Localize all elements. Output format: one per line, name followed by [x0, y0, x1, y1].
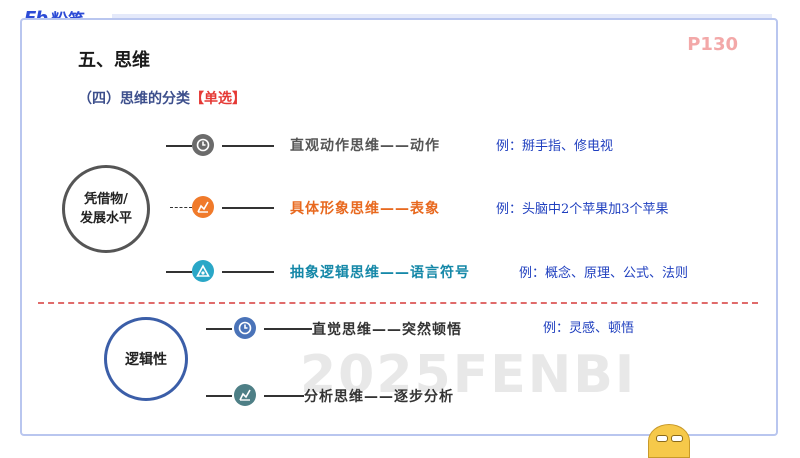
- connector-line: [166, 145, 192, 147]
- connector-line: [206, 328, 232, 330]
- thinking-type-label: 分析思维——逐步分析: [304, 389, 454, 405]
- thinking-type-label: 直观动作思维——动作: [290, 138, 440, 154]
- chart-icon: [192, 196, 214, 218]
- connector-line: [264, 395, 304, 397]
- example-text: 例：掰手指、修电视: [496, 139, 614, 154]
- thinking-type-label: 抽象逻辑思维——语言符号: [290, 265, 470, 281]
- example-text: 例：概念、原理、公式、法则: [519, 266, 689, 281]
- subtitle: （四）思维的分类【单选】: [78, 88, 246, 108]
- connector-line: [222, 271, 274, 273]
- chart-icon: [234, 384, 256, 406]
- example-text: 例：头脑中2个苹果加3个苹果: [496, 202, 669, 217]
- watermark: 2025FENBI: [300, 345, 637, 405]
- thinking-type-label: 具体形象思维——表象: [290, 201, 440, 217]
- connector-line: [222, 145, 274, 147]
- criterion-label: 凭借物/ 发展水平: [79, 192, 132, 226]
- criterion-circle-medium: 凭借物/ 发展水平: [62, 165, 150, 253]
- connector-line: [222, 207, 274, 209]
- page-number: P130: [687, 34, 738, 55]
- header-bar: [112, 14, 772, 18]
- connector-line: [264, 328, 312, 330]
- emoji-sticker-icon: [648, 424, 690, 458]
- section-title: 五、思维: [78, 50, 150, 71]
- subtitle-text: （四）思维的分类: [78, 91, 190, 107]
- connector-line: [206, 395, 232, 397]
- criterion-circle-logic: 逻辑性: [104, 317, 188, 401]
- clock-icon: [192, 134, 214, 156]
- clock-icon: [234, 317, 256, 339]
- connector-line: [170, 207, 192, 209]
- connector-line: [166, 271, 192, 273]
- thinking-type-label: 直觉思维——突然顿悟: [312, 322, 462, 338]
- section-divider: [38, 302, 758, 304]
- example-text: 例：灵感、顿悟: [543, 321, 635, 336]
- criterion-label: 逻辑性: [125, 352, 167, 368]
- triangle-icon: [192, 260, 214, 282]
- question-type-tag: 【单选】: [190, 91, 246, 107]
